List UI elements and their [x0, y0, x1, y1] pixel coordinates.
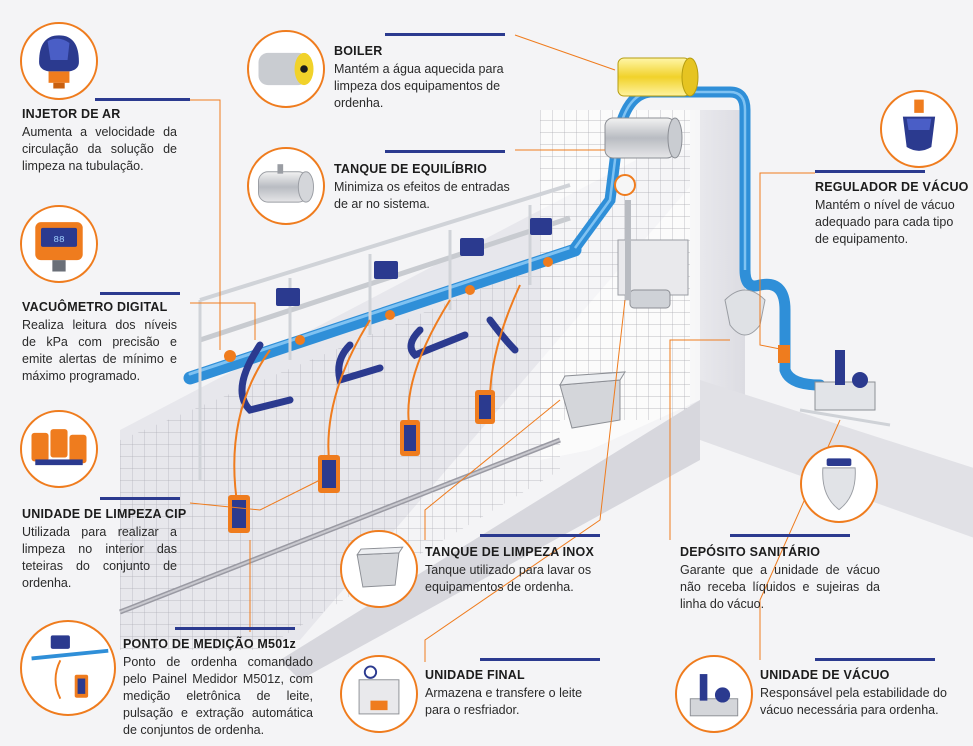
callout-title: PONTO DE MEDIÇÃO M501z [123, 637, 296, 651]
leader-boiler [514, 34, 616, 71]
callout-title: UNIDADE DE LIMPEZA CIP [22, 507, 187, 521]
underline-deposito [730, 534, 850, 537]
leader-vacuometro [190, 302, 256, 340]
final-unit-icon [340, 655, 418, 733]
callout-deposito-sanitario: DEPÓSITO SANITÁRIO Garante que a unidade… [680, 545, 880, 613]
callout-unidade-limpeza-cip: UNIDADE DE LIMPEZA CIP Utilizada para re… [22, 507, 187, 592]
callout-title: UNIDADE DE VÁCUO [760, 668, 890, 682]
callout-title: VACUÔMETRO DIGITAL [22, 300, 168, 314]
final-unit-illustration [617, 200, 689, 309]
milking-point-2 [318, 261, 398, 493]
boiler-illustration [617, 57, 699, 97]
milking-point-1 [228, 288, 300, 533]
underline-boiler [385, 33, 505, 36]
vacuum-unit-illustration [799, 350, 891, 427]
callout-ponto-de-medicao: PONTO DE MEDIÇÃO M501z Ponto de ordenha … [123, 637, 313, 739]
leader-unidade-final [424, 299, 626, 662]
milking-point-icon [20, 620, 116, 716]
callout-text: Responsável pela estabilidade do vácuo n… [760, 686, 947, 717]
leader-lines [189, 34, 841, 662]
callout-text: Utilizada para realizar a limpeza no int… [22, 525, 177, 590]
balance-tank-illustration [604, 117, 683, 196]
leader-deposito [669, 339, 730, 540]
callout-boiler: BOILER Mantém a água aquecida para limpe… [334, 44, 519, 112]
underline-ponto [175, 627, 295, 630]
callout-title: REGULADOR DE VÁCUO [815, 180, 969, 194]
callout-text: Aumenta a velocidade da circulação da so… [22, 125, 177, 173]
callout-tanque-limpeza-inox: TANQUE DE LIMPEZA INOX Tanque utilizado … [425, 545, 605, 596]
underline-unidade-final [480, 658, 600, 661]
underline-vacuometro [100, 292, 180, 295]
cip-unit-icon [20, 410, 98, 488]
underline-regulador [815, 170, 925, 173]
callout-title: DEPÓSITO SANITÁRIO [680, 545, 821, 559]
milking-points [224, 218, 553, 533]
leader-regulador [759, 172, 815, 351]
vacuum-unit-icon [675, 655, 753, 733]
sanitary-trap-icon [800, 445, 878, 523]
vacuum-regulator-icon [880, 90, 958, 168]
callout-vacuometro-digital: VACUÔMETRO DIGITAL Realiza leitura dos n… [22, 300, 177, 385]
milking-point-3 [400, 238, 484, 456]
callout-injetor-de-ar: INJETOR DE AR Aumenta a velocidade da ci… [22, 107, 177, 175]
callout-text: Mantém a água aquecida para limpeza dos … [334, 62, 504, 110]
milking-point-4 [475, 218, 552, 424]
leader-injetor [190, 99, 221, 350]
callout-tanque-equilibrio: TANQUE DE EQUILÍBRIO Minimiza os efeitos… [334, 162, 514, 213]
underline-tanque-equilibrio [385, 150, 505, 153]
wall-structure [119, 110, 973, 680]
underline-unidade-vacuo [815, 658, 935, 661]
callout-title: UNIDADE FINAL [425, 668, 525, 682]
digital-vacuum-gauge-icon: 88 [20, 205, 98, 283]
callout-title: TANQUE DE LIMPEZA INOX [425, 545, 594, 559]
callout-text: Garante que a unidade de vácuo não receb… [680, 563, 880, 611]
underline-injetor [95, 98, 190, 101]
callout-text: Mantém o nível de vácuo adequado para ca… [815, 198, 955, 246]
callout-unidade-final: UNIDADE FINAL Armazena e transfere o lei… [425, 668, 605, 719]
callout-unidade-de-vacuo: UNIDADE DE VÁCUO Responsável pela estabi… [760, 668, 965, 719]
callout-title: INJETOR DE AR [22, 107, 121, 121]
callout-title: TANQUE DE EQUILÍBRIO [334, 162, 488, 176]
callout-text: Ponto de ordenha comandado pelo Painel M… [123, 655, 313, 737]
callout-text: Minimiza os efeitos de entradas de ar no… [334, 180, 510, 211]
balance-tank-icon [247, 147, 325, 225]
stainless-wash-tank-icon [340, 530, 418, 608]
callout-title: BOILER [334, 44, 383, 58]
leader-cip [189, 479, 321, 511]
underline-cip [100, 497, 180, 500]
callout-regulador-de-vacuo: REGULADOR DE VÁCUO Mantém o nível de vác… [815, 180, 969, 248]
regulator-illustration [778, 345, 790, 363]
air-injector-icon [20, 22, 98, 100]
boiler-icon [247, 30, 325, 108]
svg-text:88: 88 [53, 234, 65, 245]
callout-text: Realiza leitura dos níveis de kPa com pr… [22, 318, 177, 383]
leader-tanque-limpeza [424, 399, 561, 540]
callout-text: Armazena e transfere o leite para o resf… [425, 686, 583, 717]
wash-tank-illustration [559, 371, 626, 429]
callout-text: Tanque utilizado para lavar os equipamen… [425, 563, 592, 594]
underline-tanque-limpeza [480, 534, 600, 537]
